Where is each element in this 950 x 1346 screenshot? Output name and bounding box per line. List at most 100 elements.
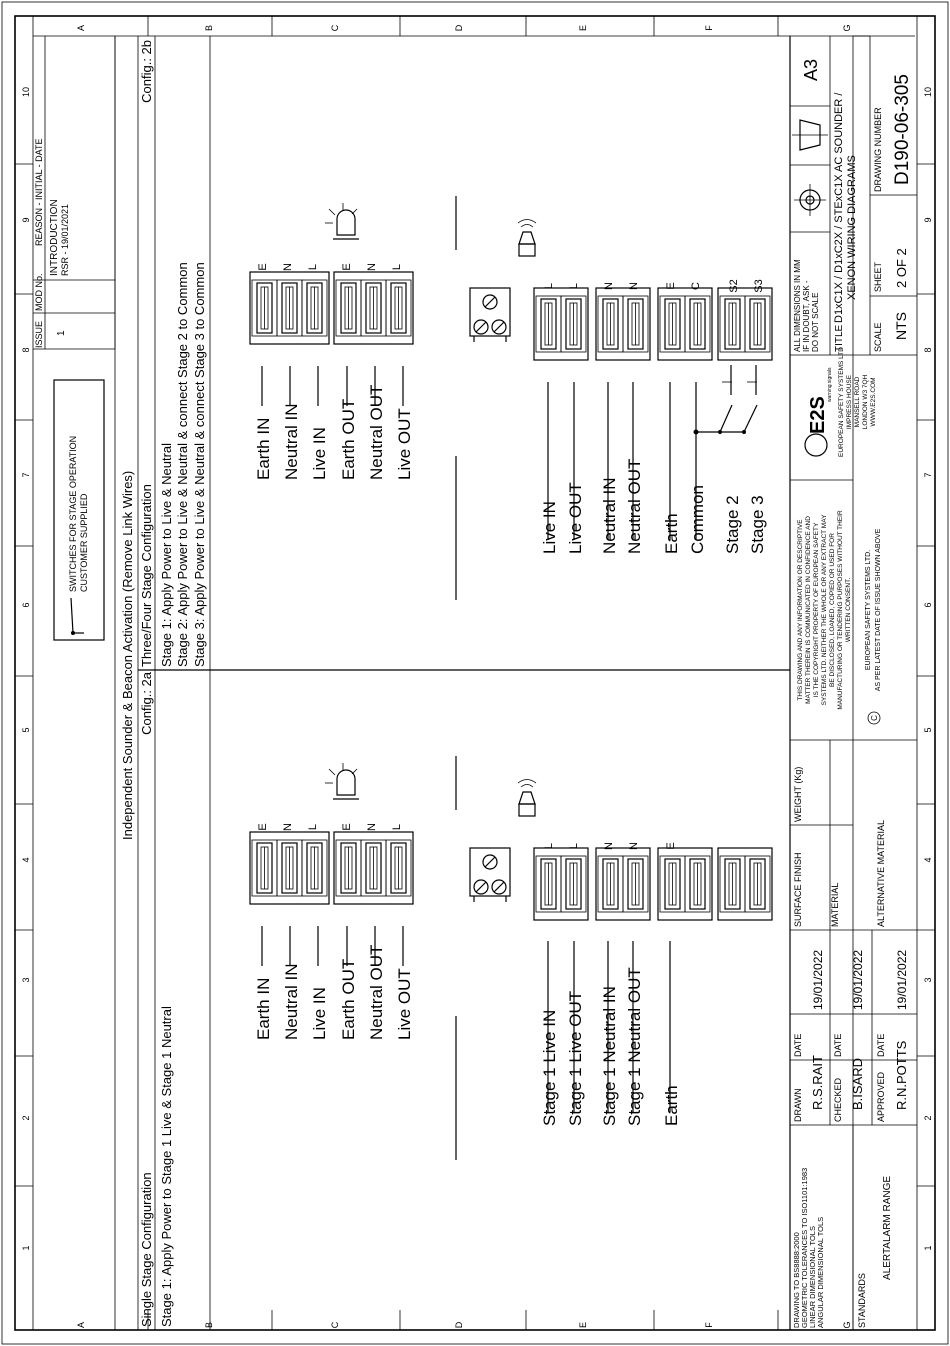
grid-col-label: 7 (923, 472, 933, 477)
paper-size: A3 (801, 59, 821, 81)
e2s-logo: E2S warning signals (804, 367, 833, 457)
surface-finish-label: SURFACE FINISH (793, 852, 803, 927)
beacon-label: Live OUT (395, 408, 414, 480)
sounder-block-live (533, 287, 589, 361)
grid-col-label: 8 (21, 347, 31, 352)
dims-line1: ALL DIMENSIONS IN MM (793, 259, 802, 352)
grid-col-label: 9 (923, 217, 933, 222)
sounder-label: Stage 1 Neutral IN (600, 986, 619, 1126)
sounder-label: Earth (662, 513, 681, 554)
sounder-pin-label: C (690, 282, 702, 290)
beacon-pin-label: E (257, 823, 269, 830)
sounder-label: Common (688, 485, 707, 554)
beacon-label: Neutral IN (282, 963, 301, 1040)
approved-date: 19/01/2022 (895, 950, 909, 1010)
beacon-pin-label: L (307, 264, 319, 270)
config-b-line1: Stage 1: Apply Power to Live & Neutral (159, 443, 174, 667)
sounder-label: Live OUT (566, 482, 585, 554)
sounder-pin-label: N (603, 282, 615, 290)
sounder-block-earth (657, 847, 713, 921)
copyright-notice: THIS DRAWING AND ANY INFORMATION OR DESC… (797, 510, 852, 710)
title-line1: D1xC1X / D1xC2X / STExC1X AC SOUNDER / (833, 92, 845, 323)
rev-reason-line2: RSR - 19/01/2021 (60, 204, 70, 276)
std-line3: LINEAR DIMENSIONAL TOLS (808, 1226, 817, 1328)
beacon-pin-label: N (282, 263, 294, 271)
sounder-label: Stage 2 (723, 495, 742, 554)
beacon-pin-label: E (257, 263, 269, 270)
copyright-owner: EUROPEAN SAFETY SYSTEMS LTD. (865, 550, 872, 670)
sounder-block-stages (717, 847, 773, 921)
std-line2: GEOMETRIC TOLERANCES TO ISO1101:1983 (800, 1168, 809, 1328)
grid-col-label: 7 (21, 472, 31, 477)
sounder-pin-label: L (568, 843, 580, 849)
first-angle-projection-icon (792, 119, 828, 216)
beacon-label: Neutral OUT (367, 385, 386, 480)
sounder-label: Earth (662, 1085, 681, 1126)
grid-col-label: 6 (923, 602, 933, 607)
sounder-label: Live IN (540, 501, 559, 554)
grid-col-label: 10 (923, 87, 933, 97)
drawn-name: R.S.RAIT (810, 1055, 825, 1110)
grid-col-label: 4 (21, 857, 31, 862)
grid-row-label: G (842, 1321, 852, 1328)
title-block: DRAWING TO BS8888:2000 GEOMETRIC TOLERAN… (789, 35, 917, 1330)
beacon-pin-label: L (391, 264, 403, 270)
copyright-line: SYSTEMS LTD. NEITHER THE WHOLE OR ANY EX… (821, 514, 828, 705)
config-b-line2: Stage 2: Apply Power to Live & Neutral &… (175, 262, 190, 667)
grid-row-label: B (204, 1322, 214, 1328)
sounder-screw-terminal (469, 847, 511, 902)
beacon-label: Earth IN (254, 978, 273, 1040)
drawn-label: DRAWN (793, 1088, 803, 1122)
beacon-pin-label: L (391, 824, 403, 830)
beacon-label: Neutral IN (282, 403, 301, 480)
grid-col-label: 2 (923, 1115, 933, 1120)
beacon-pin-label: N (282, 823, 294, 831)
beacon-pin-label: L (307, 824, 319, 830)
grid-row-label: F (704, 25, 714, 31)
drawing-number: D190-06-305 (892, 74, 913, 185)
scale-value: NTS (893, 312, 909, 340)
stage-switches (693, 365, 758, 435)
drawn-date-label: DATE (793, 1034, 803, 1057)
sounder-pin-label: S2 (728, 279, 740, 292)
sounder-pin-label: L (568, 283, 580, 289)
std-line4: ANGULAR DIMENSIONAL TOLS (816, 1217, 825, 1328)
dims-line2: IF IN DOUBT, ASK - (802, 280, 811, 352)
checked-name: B.ISARD (850, 1058, 865, 1110)
copyright-date: AS PER LATEST DATE OF ISSUE SHOWN ABOVE (875, 528, 882, 691)
config-b-heading: Three/Four Stage Configuration (139, 484, 154, 667)
grid-col-label: 1 (21, 1245, 31, 1250)
grid-col-label: 8 (923, 347, 933, 352)
rev-issue-number: 1 (56, 330, 67, 336)
beacon-terminal-block-in (249, 271, 330, 345)
grid-col-label: 2 (21, 1115, 31, 1120)
beacon-terminal-block-out (333, 831, 414, 905)
sounder-block-earth (657, 287, 713, 361)
beacon-label: Live IN (310, 427, 329, 480)
sounder-label: Neutral OUT (625, 459, 644, 554)
config-b-line3: Stage 3: Apply Power to Live & Neutral &… (192, 262, 207, 667)
beacon-pin-label: E (341, 263, 353, 270)
grid-row-label: B (204, 25, 214, 31)
logo-text: E2S (807, 396, 829, 434)
grid-col-label: 5 (21, 727, 31, 732)
beacon-pin-label: N (366, 823, 378, 831)
company-line: LONDON W3 7QH (862, 374, 869, 429)
checked-label: CHECKED (833, 1077, 843, 1122)
sounder-label: Neutral IN (600, 477, 619, 554)
grid-col-label: 5 (923, 727, 933, 732)
grid-col-label: 9 (21, 217, 31, 222)
rev-header-mod: MOD No. (34, 273, 44, 311)
copyright-line: MANUFACTURING OR TENDERING PURPOSES WITH… (837, 510, 844, 710)
checked-date: 19/01/2022 (851, 950, 865, 1010)
copyright-symbol-glyph: C (870, 715, 879, 721)
title-label: TITLE (834, 324, 845, 352)
sounder-block-neutral (595, 287, 651, 361)
copyright-line: THIS DRAWING AND ANY INFORMATION OR DESC… (797, 519, 804, 701)
beacon-icon (325, 763, 359, 800)
grid-row-label: E (578, 25, 588, 31)
